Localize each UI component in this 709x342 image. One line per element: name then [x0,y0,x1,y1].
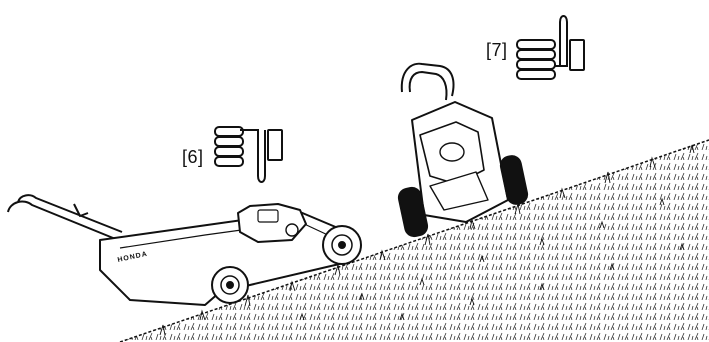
thumbs-up-icon [516,15,585,80]
mower-incorrect: HONDA [7,194,362,306]
thumbs-down-icon [214,126,283,183]
mower-handle [400,62,455,97]
callout-label-7: [7] [486,40,508,60]
mower-wheel-left [397,186,429,238]
mower-wheel-right [499,155,529,205]
mower-handle [7,194,123,241]
mower-correct [397,62,529,238]
mower-wheel-rear [211,266,249,304]
mower-wheel-front [322,225,362,265]
callout-label-6: [6] [182,147,204,167]
